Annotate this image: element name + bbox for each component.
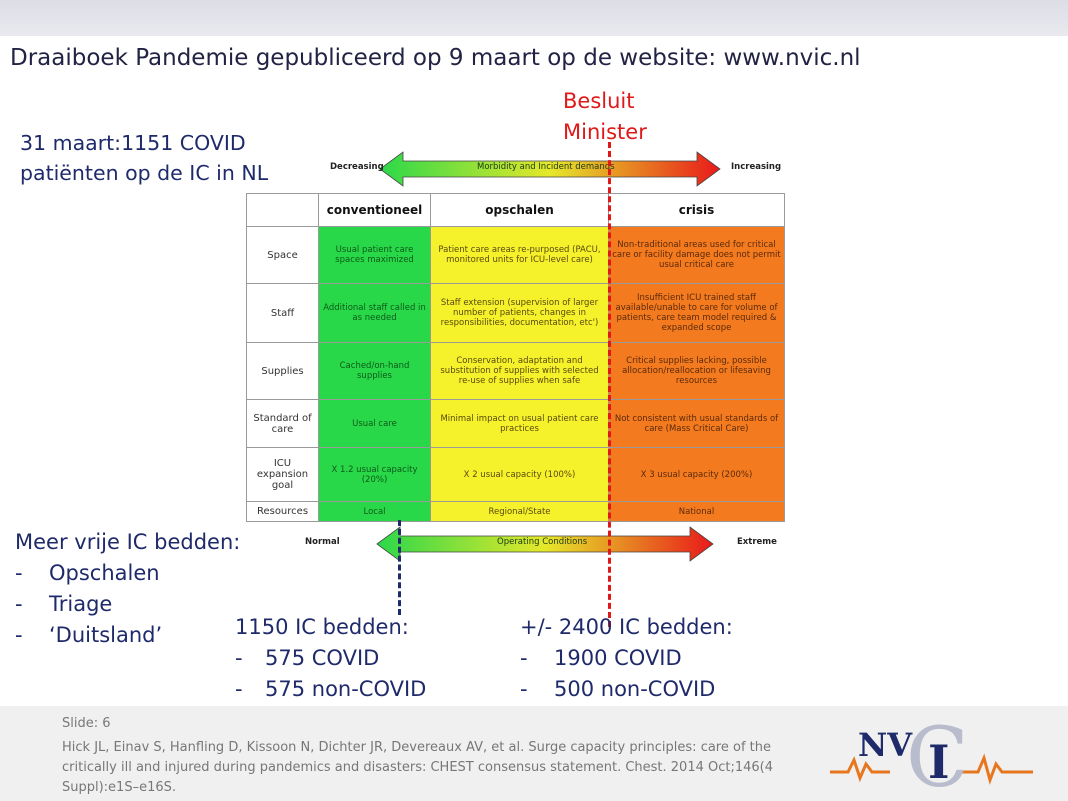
table-cell: Usual patient care spaces maximized	[318, 226, 431, 284]
list-item: -Triage	[15, 592, 113, 616]
slide-footer: Slide: 6 Hick JL, Einav S, Hanfling D, K…	[0, 706, 1068, 801]
besluit-line: Besluit	[563, 89, 635, 113]
bottom-arrow-left-label: Normal	[305, 537, 340, 547]
minister-line: Minister	[563, 120, 647, 144]
table-cell: Usual care	[318, 399, 431, 448]
beds-2400-block: +/- 2400 IC bedden: -1900 COVID -500 non…	[520, 612, 733, 705]
table-row: ICU expansion goal X 1.2 usual capacity …	[246, 447, 785, 502]
list-item: -500 non-COVID	[520, 677, 716, 701]
row-header: Standard of care	[246, 399, 319, 448]
table-cell: X 1.2 usual capacity (20%)	[318, 447, 431, 502]
list-item: -575 non-COVID	[235, 677, 427, 701]
table-row: Resources Local Regional/State National	[246, 501, 785, 522]
slide-title: Draaiboek Pandemie gepubliceerd op 9 maa…	[10, 45, 861, 71]
top-arrow-shape	[379, 151, 721, 187]
list-item: -‘Duitsland’	[15, 623, 163, 647]
row-header: Resources	[246, 501, 319, 522]
bottom-arrow-middle-label: Operating Conditions	[497, 537, 588, 547]
beds-1150-block: 1150 IC bedden: -575 COVID -575 non-COVI…	[235, 612, 426, 705]
row-header: Staff	[246, 283, 319, 343]
capacity-1150-line	[398, 520, 401, 615]
table-cell: Cached/on-hand supplies	[318, 342, 431, 400]
vrije-bedden-heading: Meer vrije IC bedden:	[15, 530, 241, 554]
reference-text: Hick JL, Einav S, Hanfling D, Kissoon N,…	[62, 740, 774, 795]
top-arrow-right-label: Increasing	[731, 162, 782, 172]
table-cell: Insufficient ICU trained staff available…	[608, 283, 785, 343]
surge-table: conventioneel opschalen crisis Space Usu…	[246, 193, 785, 522]
table-row: Space Usual patient care spaces maximize…	[246, 226, 785, 284]
bottom-arrow: Normal Operating Conditions Extreme	[305, 525, 785, 563]
beds-2400-heading: +/- 2400 IC bedden:	[520, 615, 733, 639]
table-cell: Staff extension (supervision of larger n…	[430, 283, 609, 343]
beds-1150-heading: 1150 IC bedden:	[235, 615, 409, 639]
table-cell: X 3 usual capacity (200%)	[608, 447, 785, 502]
top-arrow-left-label: Decreasing	[330, 162, 384, 172]
besluit-minister-label: Besluit Minister	[563, 86, 647, 148]
table-header-empty	[246, 193, 319, 227]
logo-letter-i: I	[928, 735, 950, 789]
table-cell: Not consistent with usual standards of c…	[608, 399, 785, 448]
table-cell: Regional/State	[430, 501, 609, 522]
table-cell: Minimal impact on usual patient care pra…	[430, 399, 609, 448]
covid-note-line-1: 31 maart:1151 COVID	[20, 131, 246, 155]
table-cell: X 2 usual capacity (100%)	[430, 447, 609, 502]
top-arrow: Decreasing Morbidity and Incident demand…	[325, 150, 785, 188]
bottom-arrow-right-label: Extreme	[737, 537, 777, 547]
row-header: ICU expansion goal	[246, 447, 319, 502]
table-cell: Patient care areas re-purposed (PACU, mo…	[430, 226, 609, 284]
table-cell: Additional staff called in as needed	[318, 283, 431, 343]
list-item: -Opschalen	[15, 561, 160, 585]
row-header: Supplies	[246, 342, 319, 400]
table-row: Staff Additional staff called in as need…	[246, 283, 785, 343]
table-header-row: conventioneel opschalen crisis	[246, 193, 785, 227]
list-item: -575 COVID	[235, 646, 380, 670]
table-header-conventioneel: conventioneel	[318, 193, 431, 227]
slide-number: Slide: 6	[62, 716, 111, 731]
top-arrow-middle-label: Morbidity and Incident demands	[477, 162, 615, 172]
vrije-bedden-block: Meer vrije IC bedden: -Opschalen -Triage…	[15, 527, 240, 651]
table-cell: Conservation, adaptation and substitutio…	[430, 342, 609, 400]
table-cell: National	[608, 501, 785, 522]
table-header-crisis: crisis	[608, 193, 785, 227]
covid-note: 31 maart:1151 COVID patiënten op de IC i…	[20, 128, 268, 188]
table-row: Supplies Cached/on-hand supplies Conserv…	[246, 342, 785, 400]
minister-decision-line	[608, 142, 611, 627]
table-row: Standard of care Usual care Minimal impa…	[246, 399, 785, 448]
table-cell: Critical supplies lacking, possible allo…	[608, 342, 785, 400]
covid-note-line-2: patiënten op de IC in NL	[20, 161, 269, 185]
logo-letter-c: C	[906, 712, 969, 792]
list-item: -1900 COVID	[520, 646, 682, 670]
nvic-logo: NV C I	[830, 712, 1033, 792]
table-cell: Non-traditional areas used for critical …	[608, 226, 785, 284]
row-header: Space	[246, 226, 319, 284]
table-cell: Local	[318, 501, 431, 522]
table-header-opschalen: opschalen	[430, 193, 609, 227]
logo-nv: NV	[858, 726, 913, 764]
top-band	[0, 0, 1068, 36]
